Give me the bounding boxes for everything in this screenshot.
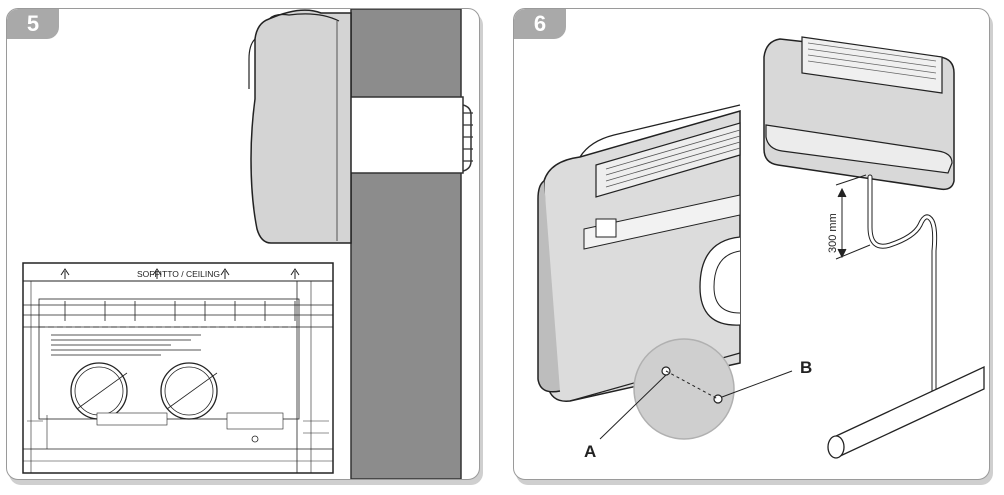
mounting-slot bbox=[346, 96, 464, 174]
callout-a: A bbox=[584, 442, 596, 461]
drain-pipe-outline bbox=[867, 174, 938, 404]
screw-hole-b bbox=[713, 394, 723, 404]
callout-b: B bbox=[800, 358, 812, 377]
air-grille bbox=[595, 122, 741, 198]
step-5-illustration: SOFFITTO / CEILING bbox=[22, 9, 473, 479]
duct-hole-left bbox=[70, 362, 128, 420]
magnifier-lens bbox=[633, 338, 735, 440]
dimension-300mm: 300 mm bbox=[827, 213, 839, 253]
step-6-badge: 6 bbox=[514, 9, 566, 39]
step-5-panel: 5 bbox=[6, 8, 480, 480]
drawing-title: SOFFITTO / CEILING bbox=[137, 269, 220, 279]
step-5-badge: 5 bbox=[7, 9, 59, 39]
unit-perspective bbox=[543, 110, 741, 402]
wall bbox=[350, 9, 462, 479]
floor-pipe bbox=[833, 365, 985, 458]
duct-hole-right bbox=[160, 362, 218, 420]
unit-side-view bbox=[250, 9, 352, 244]
step-6-illustration: A B 300 mm bbox=[537, 36, 985, 461]
step-6-panel: 6 A B 300 mm bbox=[513, 8, 990, 480]
